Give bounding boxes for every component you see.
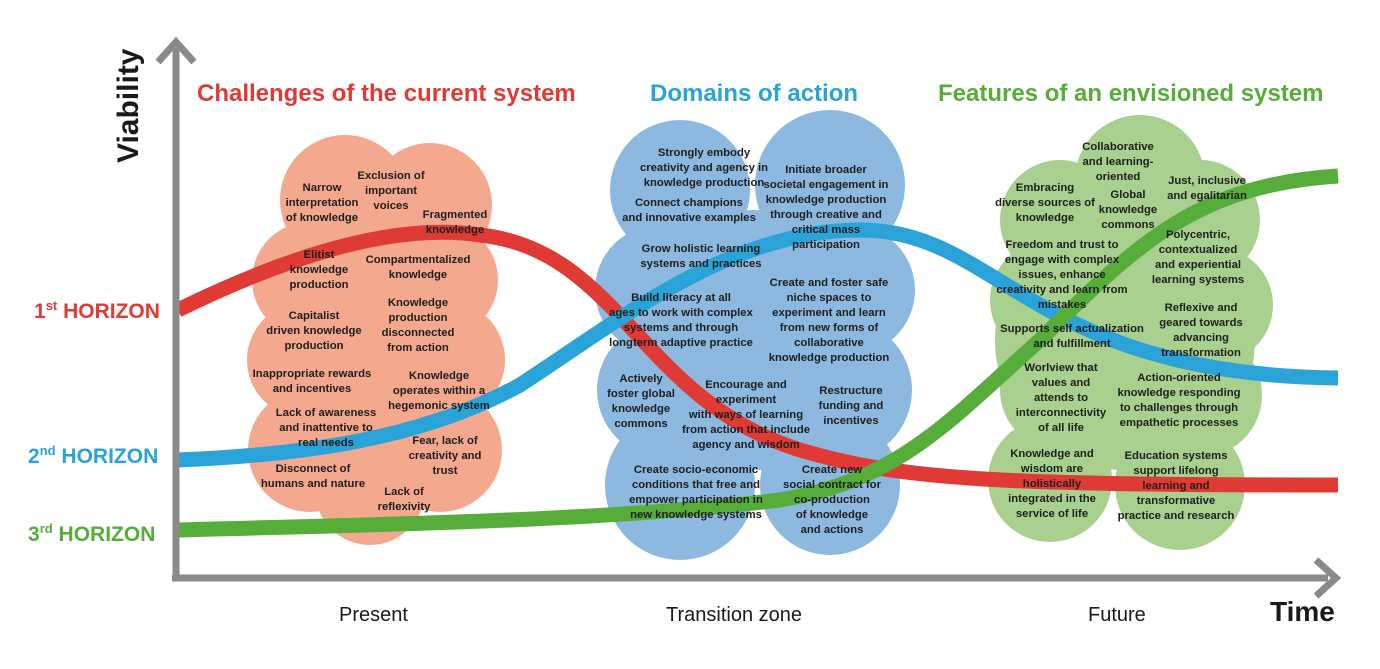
challenge-item: Disconnect of humans and nature	[260, 463, 366, 490]
horizon-3-label: 3rd HORIZON	[28, 521, 156, 546]
feature-item: Supports self actualization and fulfillm…	[1000, 323, 1144, 350]
challenge-item: Lack of awareness and inattentive to rea…	[275, 407, 377, 449]
feature-item: Reflexive and geared towards advancing t…	[1159, 302, 1243, 359]
challenge-item: Compartmentalized knowledge	[365, 254, 471, 281]
challenge-item: Elitist knowledge production	[289, 249, 349, 291]
domain-item: Build literacy at all ages to work with …	[609, 292, 753, 349]
horizon-2-label: 2nd HORIZON	[28, 443, 159, 468]
feature-item: Collaborative and learning- oriented	[1082, 141, 1154, 183]
features-heading: Features of an envisioned system	[938, 80, 1324, 107]
challenge-item: Capitalist driven knowledge production	[266, 310, 362, 352]
zone-transition: Transition zone	[666, 604, 802, 626]
domain-item: Grow holistic learning systems and pract…	[640, 243, 762, 270]
domain-item: Strongly embody creativity and agency in…	[639, 147, 769, 189]
domain-item: Restructure funding and incentives	[818, 385, 884, 427]
y-axis-label: Viability	[112, 48, 145, 164]
challenge-item: Fragmented knowledge	[422, 209, 488, 236]
domains-heading: Domains of action	[650, 80, 859, 107]
feature-item: Embracing diverse sources of knowledge	[995, 182, 1095, 224]
challenges-heading: Challenges of the current system	[197, 80, 576, 107]
horizon-1-curve	[174, 224, 1339, 493]
domain-item: Encourage and experiment with ways of le…	[681, 379, 811, 451]
zone-future: Future	[1088, 604, 1146, 626]
challenge-item: Narrow interpretation of knowledge	[285, 182, 359, 224]
challenge-item: Fear, lack of creativity and trust	[408, 435, 482, 477]
challenge-item: Inappropriate rewards and incentives	[252, 368, 372, 395]
challenge-item: Lack of reflexivity	[377, 486, 431, 513]
domain-item: Create and foster safe niche spaces to e…	[768, 277, 890, 364]
zone-present: Present	[339, 604, 408, 626]
domain-item: Connect champions and innovative example…	[622, 197, 756, 224]
feature-item: Knowledge and wisdom are holistically in…	[1008, 448, 1096, 520]
domain-item: Create new social contract for co-produc…	[783, 464, 881, 536]
feature-item: Freedom and trust to engage with complex…	[996, 239, 1128, 311]
horizon-3-curve	[177, 168, 1339, 538]
domain-item: Actively foster global knowledge commons	[607, 373, 675, 430]
challenge-item: Knowledge operates within a hegemonic sy…	[388, 370, 490, 412]
feature-item: Just, inclusive and egalitarian	[1167, 175, 1247, 202]
feature-item: Education systems support lifelong learn…	[1117, 450, 1235, 522]
challenge-item: Exclusion of important voices	[357, 170, 425, 212]
axes	[155, 36, 1342, 599]
domain-item: Create socio-economic conditions that fr…	[629, 464, 763, 521]
feature-item: Worlview that values and attends to inte…	[1015, 362, 1107, 434]
feature-item: Polycentric, contextualized and experien…	[1151, 229, 1245, 286]
domain-item: Initiate broader societal engagement in …	[763, 164, 889, 251]
feature-item: Global knowledge commons	[1098, 189, 1158, 231]
x-axis-label: Time	[1270, 596, 1335, 627]
feature-item: Action-oriented knowledge responding to …	[1117, 372, 1241, 429]
challenge-item: Knowledge production disconnected from a…	[381, 297, 455, 354]
horizon-1-label: 1st HORIZON	[34, 298, 160, 323]
